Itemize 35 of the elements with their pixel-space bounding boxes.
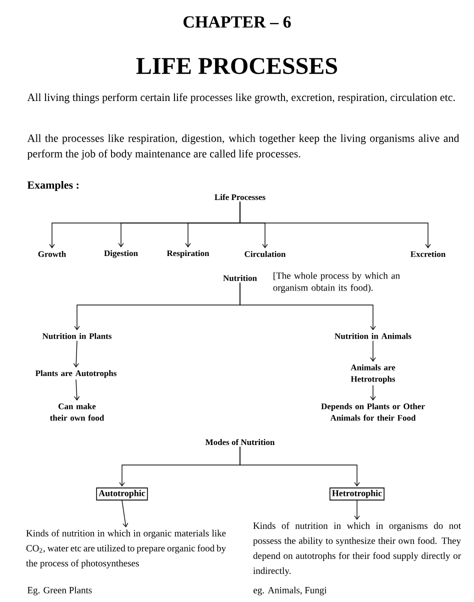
diagram-label: Plants are Autotrophs (35, 370, 116, 378)
arrow (240, 446, 360, 487)
diagram-label: Digestion (104, 250, 138, 258)
diagram-label: Nutrition in Plants (42, 333, 112, 339)
diagram-label: Depends on Plants or Other Animals for their Food (321, 403, 425, 421)
description-text: Kinds of nutrition in which in organic materials like CO$_{2}$, water etc are utilized to prepare organic food by the process of photosyntheses (26, 530, 226, 568)
diagram-label: Nutrition in Animals (334, 333, 412, 339)
arrow (73, 340, 79, 368)
diagram-label: Excretion (410, 251, 446, 257)
note-text: [The whole process by which an organism obtain its food). (273, 272, 400, 293)
chapter-heading: CHAPTER – 6 (184, 16, 291, 28)
diagram-label: Nutrition (223, 275, 257, 281)
section-heading: Examples : (27, 181, 78, 191)
diagram-label: Circulation (244, 251, 286, 257)
example-text: eg. Animals, Fungi (254, 586, 327, 596)
mode-box: Autotrophic (96, 488, 148, 500)
arrow (74, 379, 80, 401)
diagram-label: Animals are Hetrotrophs (350, 364, 396, 384)
mode-box: Hetrotrophic (330, 488, 384, 500)
example-text: Eg. Green Plants (27, 586, 92, 596)
arrow (240, 201, 431, 248)
arrow (240, 282, 376, 330)
diagram-label: Life Processes (214, 194, 266, 200)
arrow (354, 500, 360, 520)
paragraph: All the processes like respiration, digestion, which together keep the living organisms alive and perform the job of body maintenance are called life processes. (27, 134, 460, 160)
arrow (122, 500, 128, 528)
diagram-label: Respiration (166, 250, 210, 258)
diagram-label: Growth (38, 251, 66, 257)
page-title: LIFE PROCESSES (136, 58, 337, 74)
paragraph: All living things perform certain life processes like growth, excretion, respiration, circulation etc. (27, 93, 455, 104)
diagram-label: Can make their own food (50, 403, 104, 421)
diagram-label: Modes of Nutrition (205, 438, 275, 446)
description-text: Kinds of nutrition in which in organisms do not possess the ability to synthesize their own food. They depend on autotrophs for their food supply directly or indirectly. (253, 522, 461, 576)
arrow (370, 340, 376, 362)
arrow (370, 384, 376, 401)
